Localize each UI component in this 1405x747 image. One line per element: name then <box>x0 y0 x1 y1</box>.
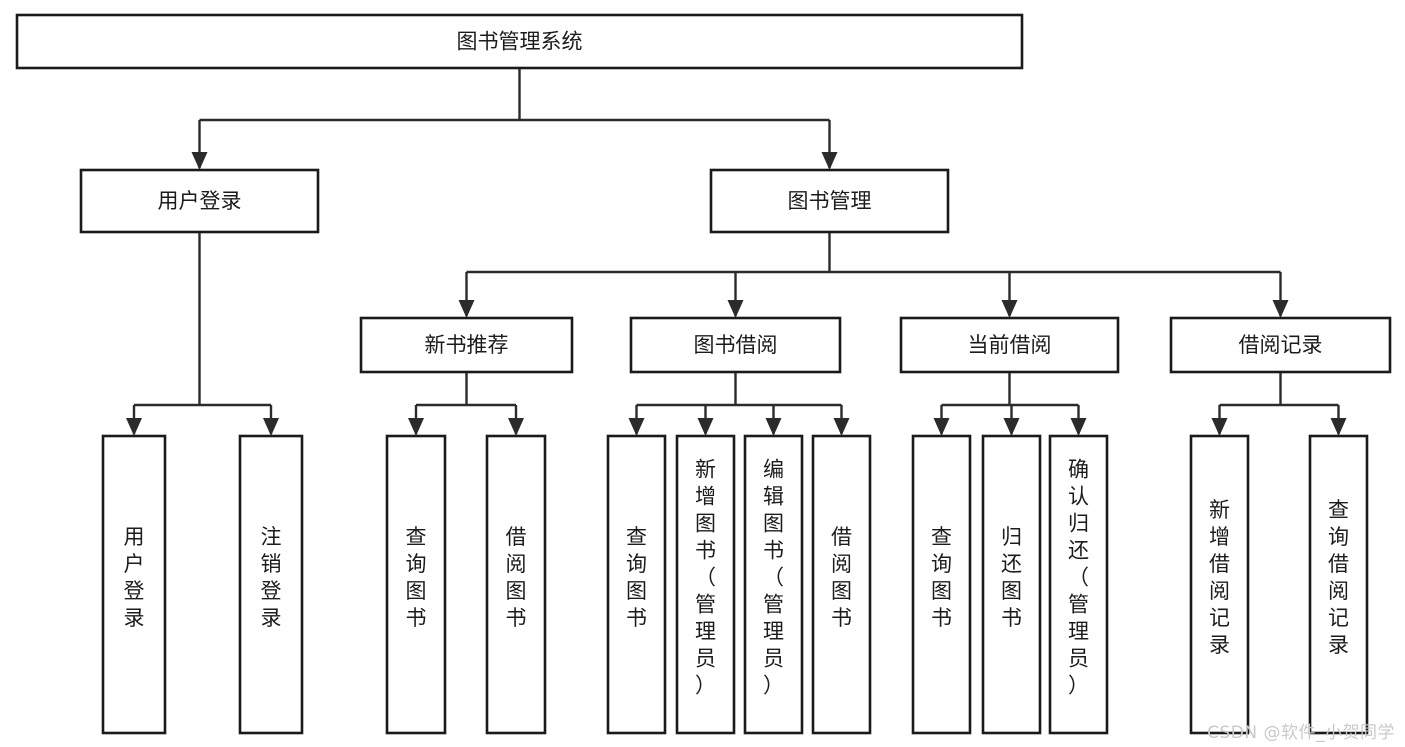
node-label-current-borrow: 当前借阅 <box>968 333 1052 357</box>
node-label-borrow-record: 借阅记录 <box>1239 333 1323 357</box>
arrow-icon-leaf-borrow-book-2 <box>833 418 850 436</box>
node-leaf-confirm-return[interactable]: 确认归还（管理员） <box>1048 434 1109 735</box>
node-box-leaf-add-record <box>1189 434 1250 735</box>
arrow-icon-leaf-query-record <box>1330 418 1347 436</box>
node-leaf-borrow-book-1[interactable]: 借阅图书 <box>485 434 547 735</box>
node-leaf-edit-book[interactable]: 编辑图书（管理员） <box>743 434 804 735</box>
arrow-icon-leaf-add-book <box>697 418 714 436</box>
node-label-user-login: 用户登录 <box>158 189 242 213</box>
node-label-book-borrow: 图书借阅 <box>694 333 778 357</box>
arrow-icon-book-manage <box>821 152 838 170</box>
node-box-leaf-edit-book <box>743 434 804 735</box>
node-label-leaf-query-book-1: 查询图书 <box>406 525 427 630</box>
arrow-icon-current-borrow <box>1001 300 1018 318</box>
node-new-book-rec[interactable]: 新书推荐 <box>359 316 574 374</box>
node-label-leaf-return-book: 归还图书 <box>1001 525 1022 630</box>
node-user-login[interactable]: 用户登录 <box>79 168 320 234</box>
node-box-leaf-query-record <box>1308 434 1369 735</box>
node-leaf-query-record[interactable]: 查询借阅记录 <box>1308 434 1369 735</box>
node-label-new-book-rec: 新书推荐 <box>425 333 509 357</box>
node-box-leaf-user-login <box>101 434 167 735</box>
node-label-leaf-query-book-2: 查询图书 <box>626 525 647 630</box>
node-root[interactable]: 图书管理系统 <box>15 13 1024 70</box>
node-box-root <box>15 13 1024 70</box>
node-label-leaf-borrow-book-1: 借阅图书 <box>506 525 527 630</box>
node-label-leaf-add-record: 新增借阅记录 <box>1209 498 1230 657</box>
node-box-leaf-return-book <box>981 434 1042 735</box>
node-label-book-manage: 图书管理 <box>788 189 872 213</box>
node-box-leaf-query-book-2 <box>606 434 667 735</box>
node-label-leaf-query-record: 查询借阅记录 <box>1328 498 1349 657</box>
node-book-borrow[interactable]: 图书借阅 <box>629 316 842 374</box>
arrow-icon-leaf-user-login <box>126 418 142 436</box>
node-leaf-logout[interactable]: 注销登录 <box>238 434 304 735</box>
nodes-layer: 图书管理系统用户登录图书管理新书推荐图书借阅当前借阅借阅记录用户登录注销登录查询… <box>15 13 1392 735</box>
node-leaf-query-book-1[interactable]: 查询图书 <box>385 434 447 735</box>
arrow-icon-leaf-borrow-book-1 <box>508 418 524 436</box>
node-box-leaf-borrow-book-1 <box>485 434 547 735</box>
arrow-icon-book-borrow <box>727 300 744 318</box>
node-leaf-query-book-3[interactable]: 查询图书 <box>911 434 972 735</box>
node-leaf-user-login[interactable]: 用户登录 <box>101 434 167 735</box>
node-box-leaf-borrow-book-2 <box>811 434 872 735</box>
arrow-icon-user-login <box>191 152 208 170</box>
node-label-leaf-edit-book: 编辑图书（管理员） <box>763 458 784 698</box>
arrow-icon-leaf-add-record <box>1211 418 1228 436</box>
arrow-icon-leaf-confirm-return <box>1070 418 1087 436</box>
node-box-book-borrow <box>629 316 842 374</box>
node-leaf-add-book[interactable]: 新增图书（管理员） <box>675 434 736 735</box>
node-box-new-book-rec <box>359 316 574 374</box>
node-book-manage[interactable]: 图书管理 <box>709 168 950 234</box>
arrow-icon-new-book-rec <box>458 300 475 318</box>
node-box-user-login <box>79 168 320 234</box>
node-label-leaf-user-login: 用户登录 <box>124 525 145 630</box>
arrow-icon-leaf-return-book <box>1003 418 1020 436</box>
node-leaf-add-record[interactable]: 新增借阅记录 <box>1189 434 1250 735</box>
node-box-leaf-add-book <box>675 434 736 735</box>
node-box-borrow-record <box>1169 316 1392 374</box>
connectors-layer <box>126 68 1347 436</box>
node-label-leaf-query-book-3: 查询图书 <box>931 525 952 630</box>
node-leaf-query-book-2[interactable]: 查询图书 <box>606 434 667 735</box>
arrow-icon-leaf-query-book-3 <box>933 418 950 436</box>
arrow-icon-leaf-edit-book <box>765 418 782 436</box>
node-label-leaf-add-book: 新增图书（管理员） <box>695 458 716 698</box>
node-current-borrow[interactable]: 当前借阅 <box>899 316 1120 374</box>
node-box-leaf-query-book-3 <box>911 434 972 735</box>
arrow-icon-leaf-query-book-1 <box>408 418 424 436</box>
arrow-icon-borrow-record <box>1272 300 1289 318</box>
node-label-leaf-logout: 注销登录 <box>261 525 282 630</box>
node-box-leaf-logout <box>238 434 304 735</box>
node-leaf-borrow-book-2[interactable]: 借阅图书 <box>811 434 872 735</box>
node-box-leaf-query-book-1 <box>385 434 447 735</box>
node-label-root: 图书管理系统 <box>457 30 583 54</box>
node-box-current-borrow <box>899 316 1120 374</box>
node-label-leaf-borrow-book-2: 借阅图书 <box>831 525 852 630</box>
node-leaf-return-book[interactable]: 归还图书 <box>981 434 1042 735</box>
node-box-book-manage <box>709 168 950 234</box>
node-borrow-record[interactable]: 借阅记录 <box>1169 316 1392 374</box>
arrow-icon-leaf-logout <box>263 418 279 436</box>
node-box-leaf-confirm-return <box>1048 434 1109 735</box>
node-label-leaf-confirm-return: 确认归还（管理员） <box>1068 458 1089 698</box>
arrow-icon-leaf-query-book-2 <box>628 418 645 436</box>
